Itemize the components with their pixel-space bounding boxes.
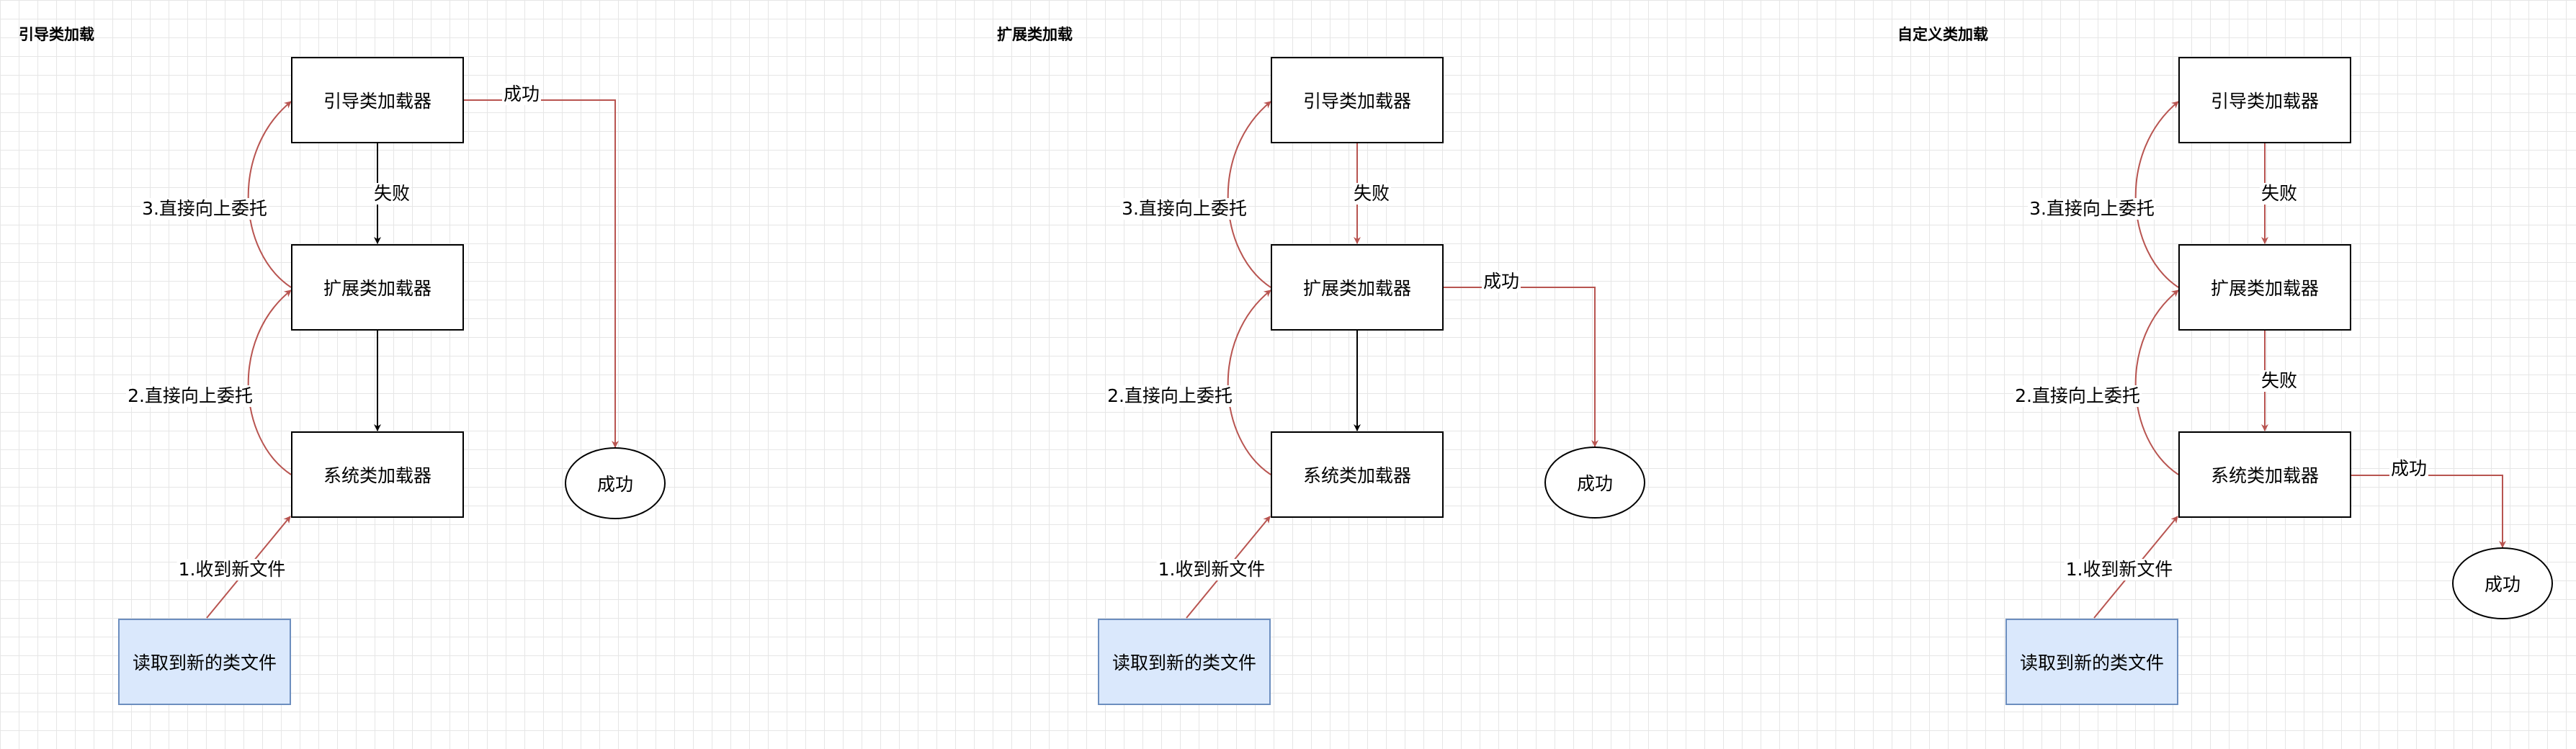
success-label: 成功 [2389, 458, 2429, 480]
new-class-file-node: 读取到新的类文件 [1098, 619, 1271, 705]
panel-title: 引导类加载 [19, 26, 94, 43]
success-node: 成功 [565, 447, 666, 519]
bootstrap-fail-label: 失败 [1351, 183, 1392, 205]
extension-loader-node: 扩展类加载器 [291, 244, 464, 331]
new-class-file-node: 读取到新的类文件 [118, 619, 291, 705]
success-label: 成功 [1481, 271, 1521, 292]
edge-delegate-ext-3 [2134, 290, 2179, 475]
edge-success-2 [1444, 287, 1598, 447]
receive-label: 1.收到新文件 [2064, 559, 2175, 580]
success-node: 成功 [2452, 547, 2553, 619]
success-label: 成功 [501, 84, 542, 105]
delegate-boot-label: 3.直接向上委托 [140, 198, 269, 220]
bootstrap-loader-node: 引导类加载器 [1271, 57, 1444, 143]
edge-delegate-ext-2 [1227, 290, 1271, 475]
panel-title: 扩展类加载 [997, 26, 1073, 43]
bootstrap-fail-label: 失败 [2259, 183, 2299, 205]
bootstrap-fail-label: 失败 [372, 183, 412, 205]
delegate-boot-label: 3.直接向上委托 [1120, 198, 1248, 220]
delegate-ext-label: 2.直接向上委托 [1106, 385, 1234, 407]
system-loader-node: 系统类加载器 [291, 431, 464, 518]
delegate-ext-label: 2.直接向上委托 [126, 385, 254, 407]
delegate-boot-label: 3.直接向上委托 [2028, 198, 2156, 220]
receive-label: 1.收到新文件 [176, 559, 287, 580]
new-class-file-node: 读取到新的类文件 [2005, 619, 2178, 705]
edge-delegate-boot-3 [2134, 101, 2179, 288]
edge-success-3 [2351, 475, 2506, 548]
bootstrap-loader-node: 引导类加载器 [291, 57, 464, 143]
system-loader-node: 系统类加载器 [1271, 431, 1444, 518]
success-node: 成功 [1544, 447, 1645, 519]
receive-label: 1.收到新文件 [1156, 559, 1267, 580]
extension-loader-node: 扩展类加载器 [1271, 244, 1444, 331]
extension-loader-node: 扩展类加载器 [2178, 244, 2351, 331]
bootstrap-loader-node: 引导类加载器 [2178, 57, 2351, 143]
delegate-ext-label: 2.直接向上委托 [2013, 385, 2142, 407]
system-loader-node: 系统类加载器 [2178, 431, 2351, 518]
edge-delegate-boot-2 [1227, 101, 1271, 288]
panel-title: 自定义类加载 [1897, 26, 1988, 43]
edge-success-1 [464, 99, 619, 448]
extension-fail-label: 失败 [2259, 370, 2299, 392]
edge-delegate-boot-1 [247, 101, 292, 288]
edge-delegate-ext-1 [247, 290, 292, 475]
